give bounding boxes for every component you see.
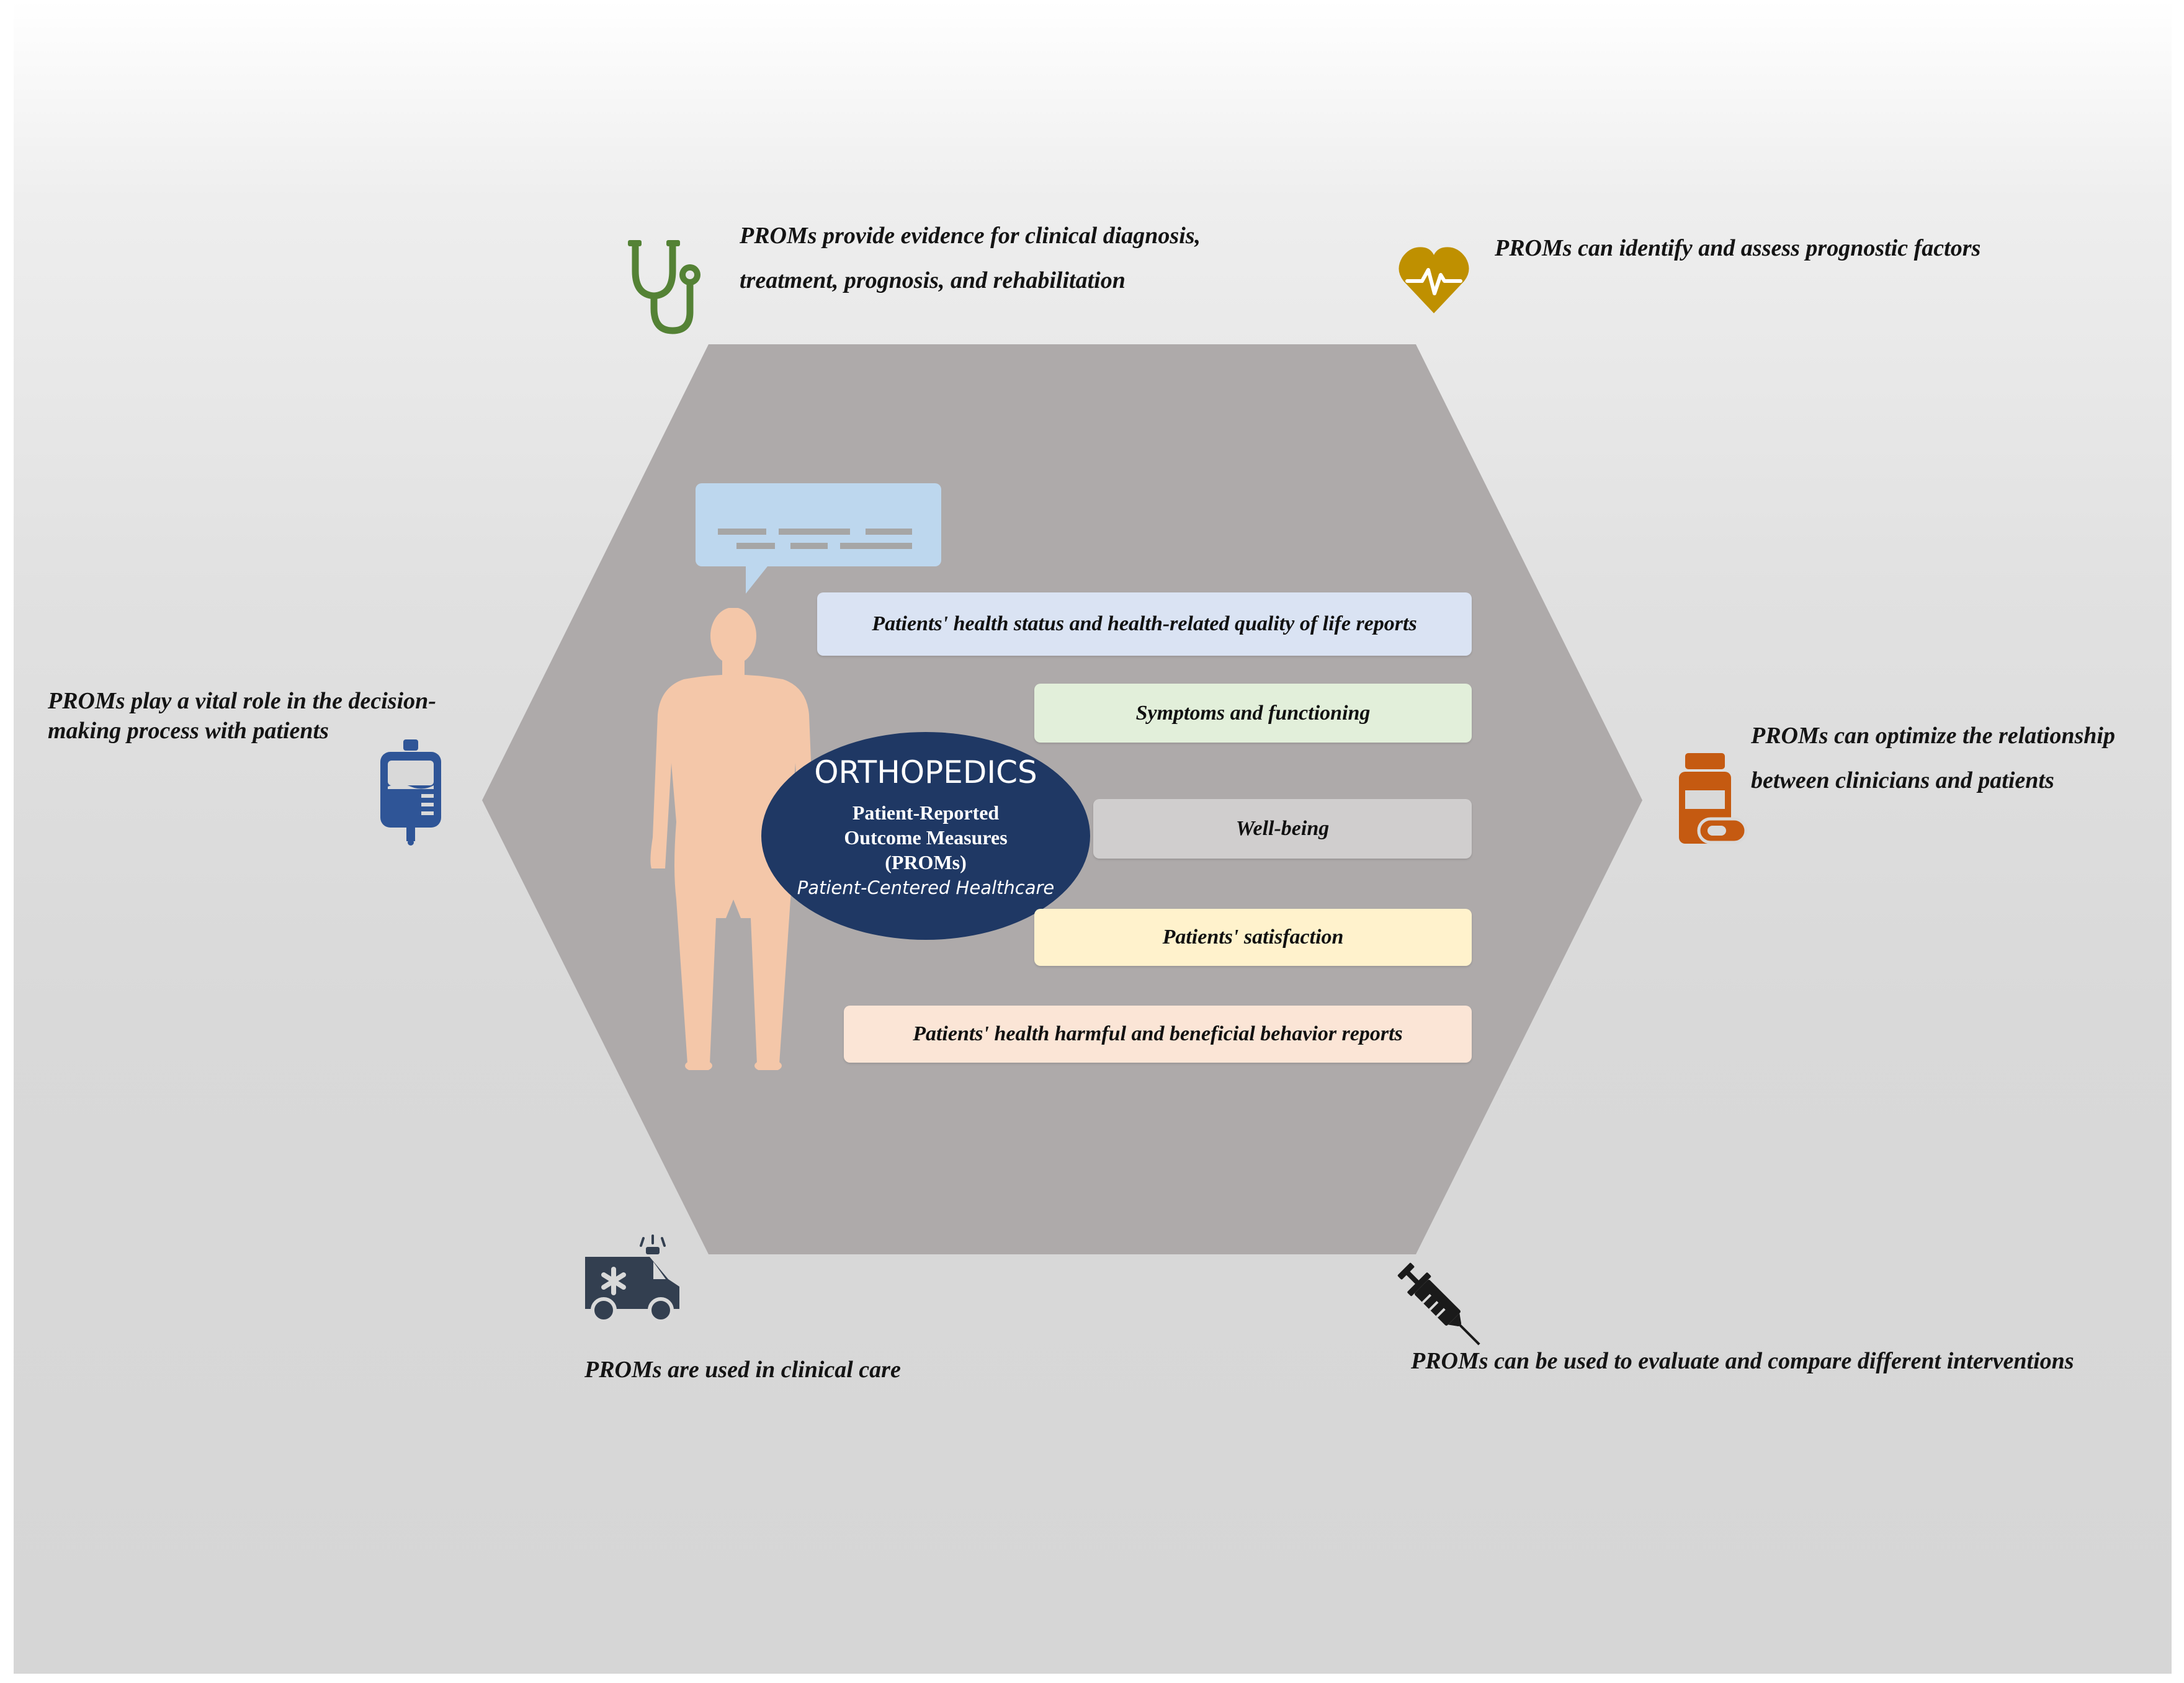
report-symptoms: Symptoms and functioning	[1034, 684, 1472, 743]
callout-decision-making-line-1: PROMs play a vital role in the decision-	[48, 688, 436, 714]
ambulance-icon	[585, 1234, 679, 1323]
ellipse-title: ORTHOPEDICS	[814, 754, 1037, 790]
medicine-bottle-icon	[1679, 753, 1748, 844]
iv-bag-icon	[380, 739, 441, 846]
ellipse-subtitle: Patient-Centered Healthcare	[797, 877, 1055, 898]
heart-pulse-icon	[1399, 247, 1469, 313]
callout-relationship-line-2: between clinicians and patients	[1751, 767, 2054, 793]
callout-decision-making-line-2: making process with patients	[48, 718, 329, 744]
human-body-figure	[650, 608, 817, 1070]
callout-clinical-evidence: PROMs provide evidence for clinical diag…	[740, 213, 1201, 303]
callout-prognostic-factors: PROMs can identify and assess prognostic…	[1495, 235, 1981, 261]
report-behavior: Patients' health harmful and beneficial …	[844, 1006, 1472, 1063]
ellipse-line-2: Outcome Measures	[844, 826, 1008, 849]
ellipse-line-1: Patient-Reported	[852, 801, 1000, 824]
callout-interventions: PROMs can be used to evaluate and compar…	[1411, 1348, 2074, 1374]
callout-decision-making: PROMs play a vital role in the decision-…	[48, 686, 436, 746]
diagram-canvas: ORTHOPEDICS Patient-Reported Outcome Mea…	[14, 0, 2172, 1674]
callout-relationship-line-1: PROMs can optimize the relationship	[1751, 723, 2115, 749]
syringe-icon	[1397, 1262, 1480, 1346]
stethoscope-icon	[628, 240, 700, 334]
callout-clinical-care: PROMs are used in clinical care	[584, 1357, 901, 1383]
callout-clinical-evidence-line-1: PROMs provide evidence for clinical diag…	[740, 223, 1201, 249]
report-health-status: Patients' health status and health-relat…	[817, 592, 1472, 656]
orthopedics-ellipse: ORTHOPEDICS Patient-Reported Outcome Mea…	[761, 732, 1090, 940]
callout-relationship: PROMs can optimize the relationship betw…	[1751, 713, 2115, 803]
callout-clinical-evidence-line-2: treatment, prognosis, and rehabilitation	[740, 267, 1126, 293]
report-satisfaction: Patients' satisfaction	[1034, 909, 1472, 966]
speech-bubble-icon	[696, 483, 941, 594]
ellipse-line-3: (PROMs)	[885, 851, 967, 873]
report-well-being: Well-being	[1093, 799, 1472, 859]
